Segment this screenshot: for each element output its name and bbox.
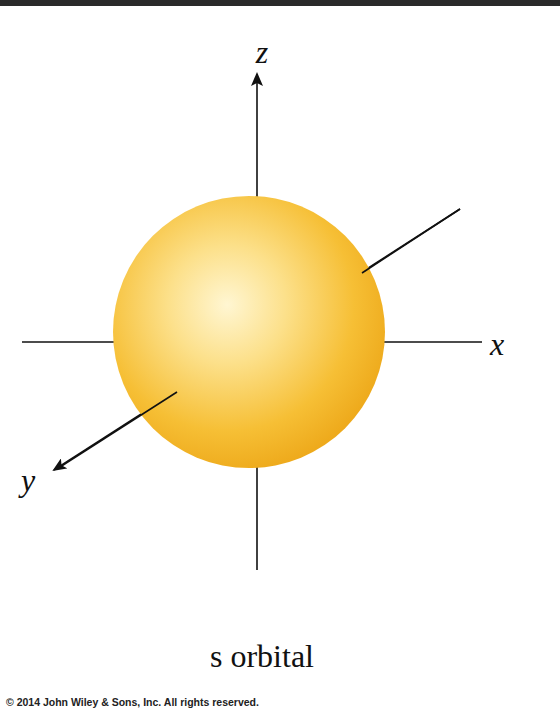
axis-label: x xyxy=(490,328,504,360)
y-axis-back xyxy=(362,209,460,273)
figure-caption: s orbital xyxy=(210,640,314,672)
copyright-note: © 2014 John Wiley & Sons, Inc. All right… xyxy=(6,697,259,708)
axis-label: z xyxy=(256,36,268,68)
s-orbital-sphere xyxy=(113,196,385,468)
y-axis-front xyxy=(60,392,177,467)
axis-label: y xyxy=(21,464,35,496)
top-bar xyxy=(0,0,560,6)
